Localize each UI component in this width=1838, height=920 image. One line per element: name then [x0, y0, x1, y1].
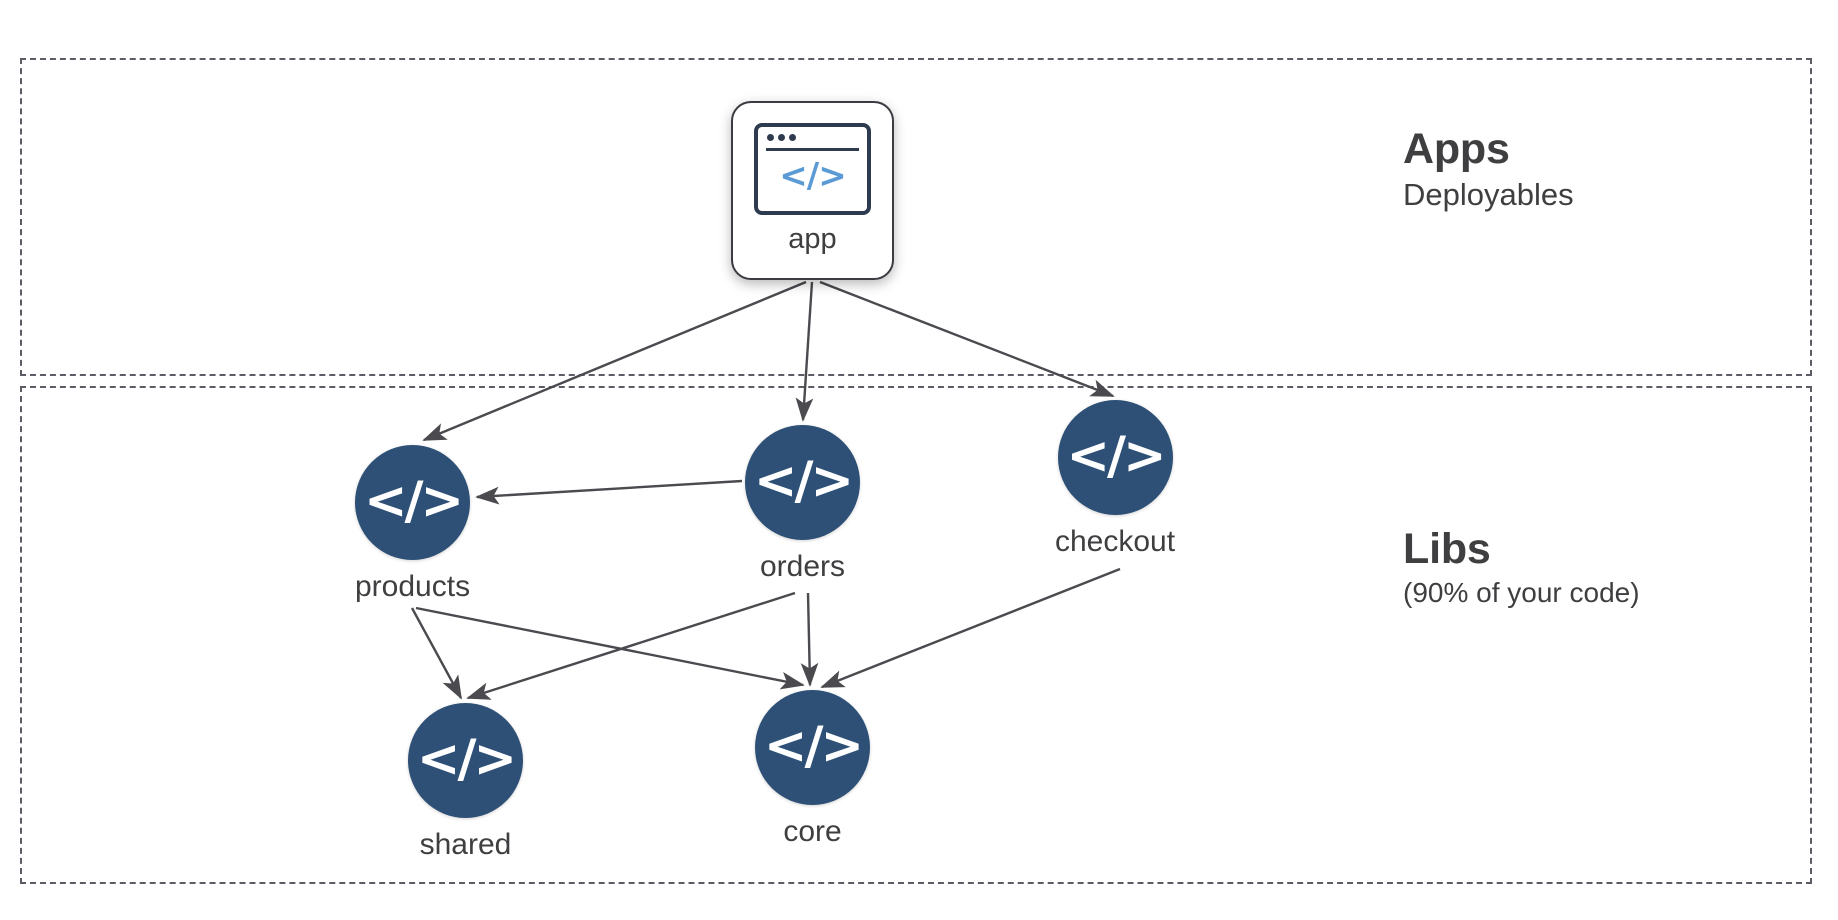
- code-window-icon: </>: [754, 123, 871, 215]
- zone-apps-subtitle: Deployables: [1403, 177, 1574, 213]
- code-circle-icon: </>: [355, 445, 471, 560]
- zone-libs-subtitle: (90% of your code): [1403, 577, 1640, 609]
- code-glyph: </>: [763, 715, 864, 776]
- zone-apps-title: Apps: [1403, 125, 1510, 173]
- node-app[interactable]: </> app: [731, 101, 894, 280]
- window-dots-icon: [767, 134, 796, 141]
- zone-libs-caption: Libs (90% of your code): [1403, 526, 1640, 610]
- code-glyph: </>: [779, 156, 846, 196]
- code-circle-icon: </>: [745, 425, 860, 540]
- zone-libs: [20, 386, 1812, 884]
- node-products[interactable]: </> products: [355, 445, 470, 602]
- node-shared[interactable]: </> shared: [408, 703, 523, 860]
- node-orders[interactable]: </> orders: [745, 425, 860, 582]
- node-checkout-label: checkout: [1055, 525, 1176, 558]
- node-core[interactable]: </> core: [755, 690, 870, 847]
- node-app-label: app: [788, 223, 837, 255]
- zone-libs-title: Libs: [1403, 525, 1491, 573]
- code-circle-icon: </>: [408, 703, 523, 818]
- node-checkout[interactable]: </> checkout: [1055, 400, 1175, 557]
- code-circle-icon: </>: [755, 690, 870, 805]
- window-titlebar-rule: [766, 148, 859, 151]
- code-glyph: </>: [753, 450, 854, 511]
- code-circle-icon: </>: [1057, 400, 1173, 515]
- code-glyph: </>: [363, 470, 464, 531]
- node-orders-label: orders: [759, 550, 846, 583]
- node-shared-label: shared: [419, 828, 512, 861]
- node-products-label: products: [355, 570, 471, 603]
- code-glyph: </>: [416, 728, 517, 789]
- node-core-label: core: [783, 815, 842, 848]
- zone-apps-caption: Apps Deployables: [1403, 126, 1574, 214]
- code-glyph: </>: [1066, 425, 1166, 486]
- zone-apps: [20, 58, 1812, 376]
